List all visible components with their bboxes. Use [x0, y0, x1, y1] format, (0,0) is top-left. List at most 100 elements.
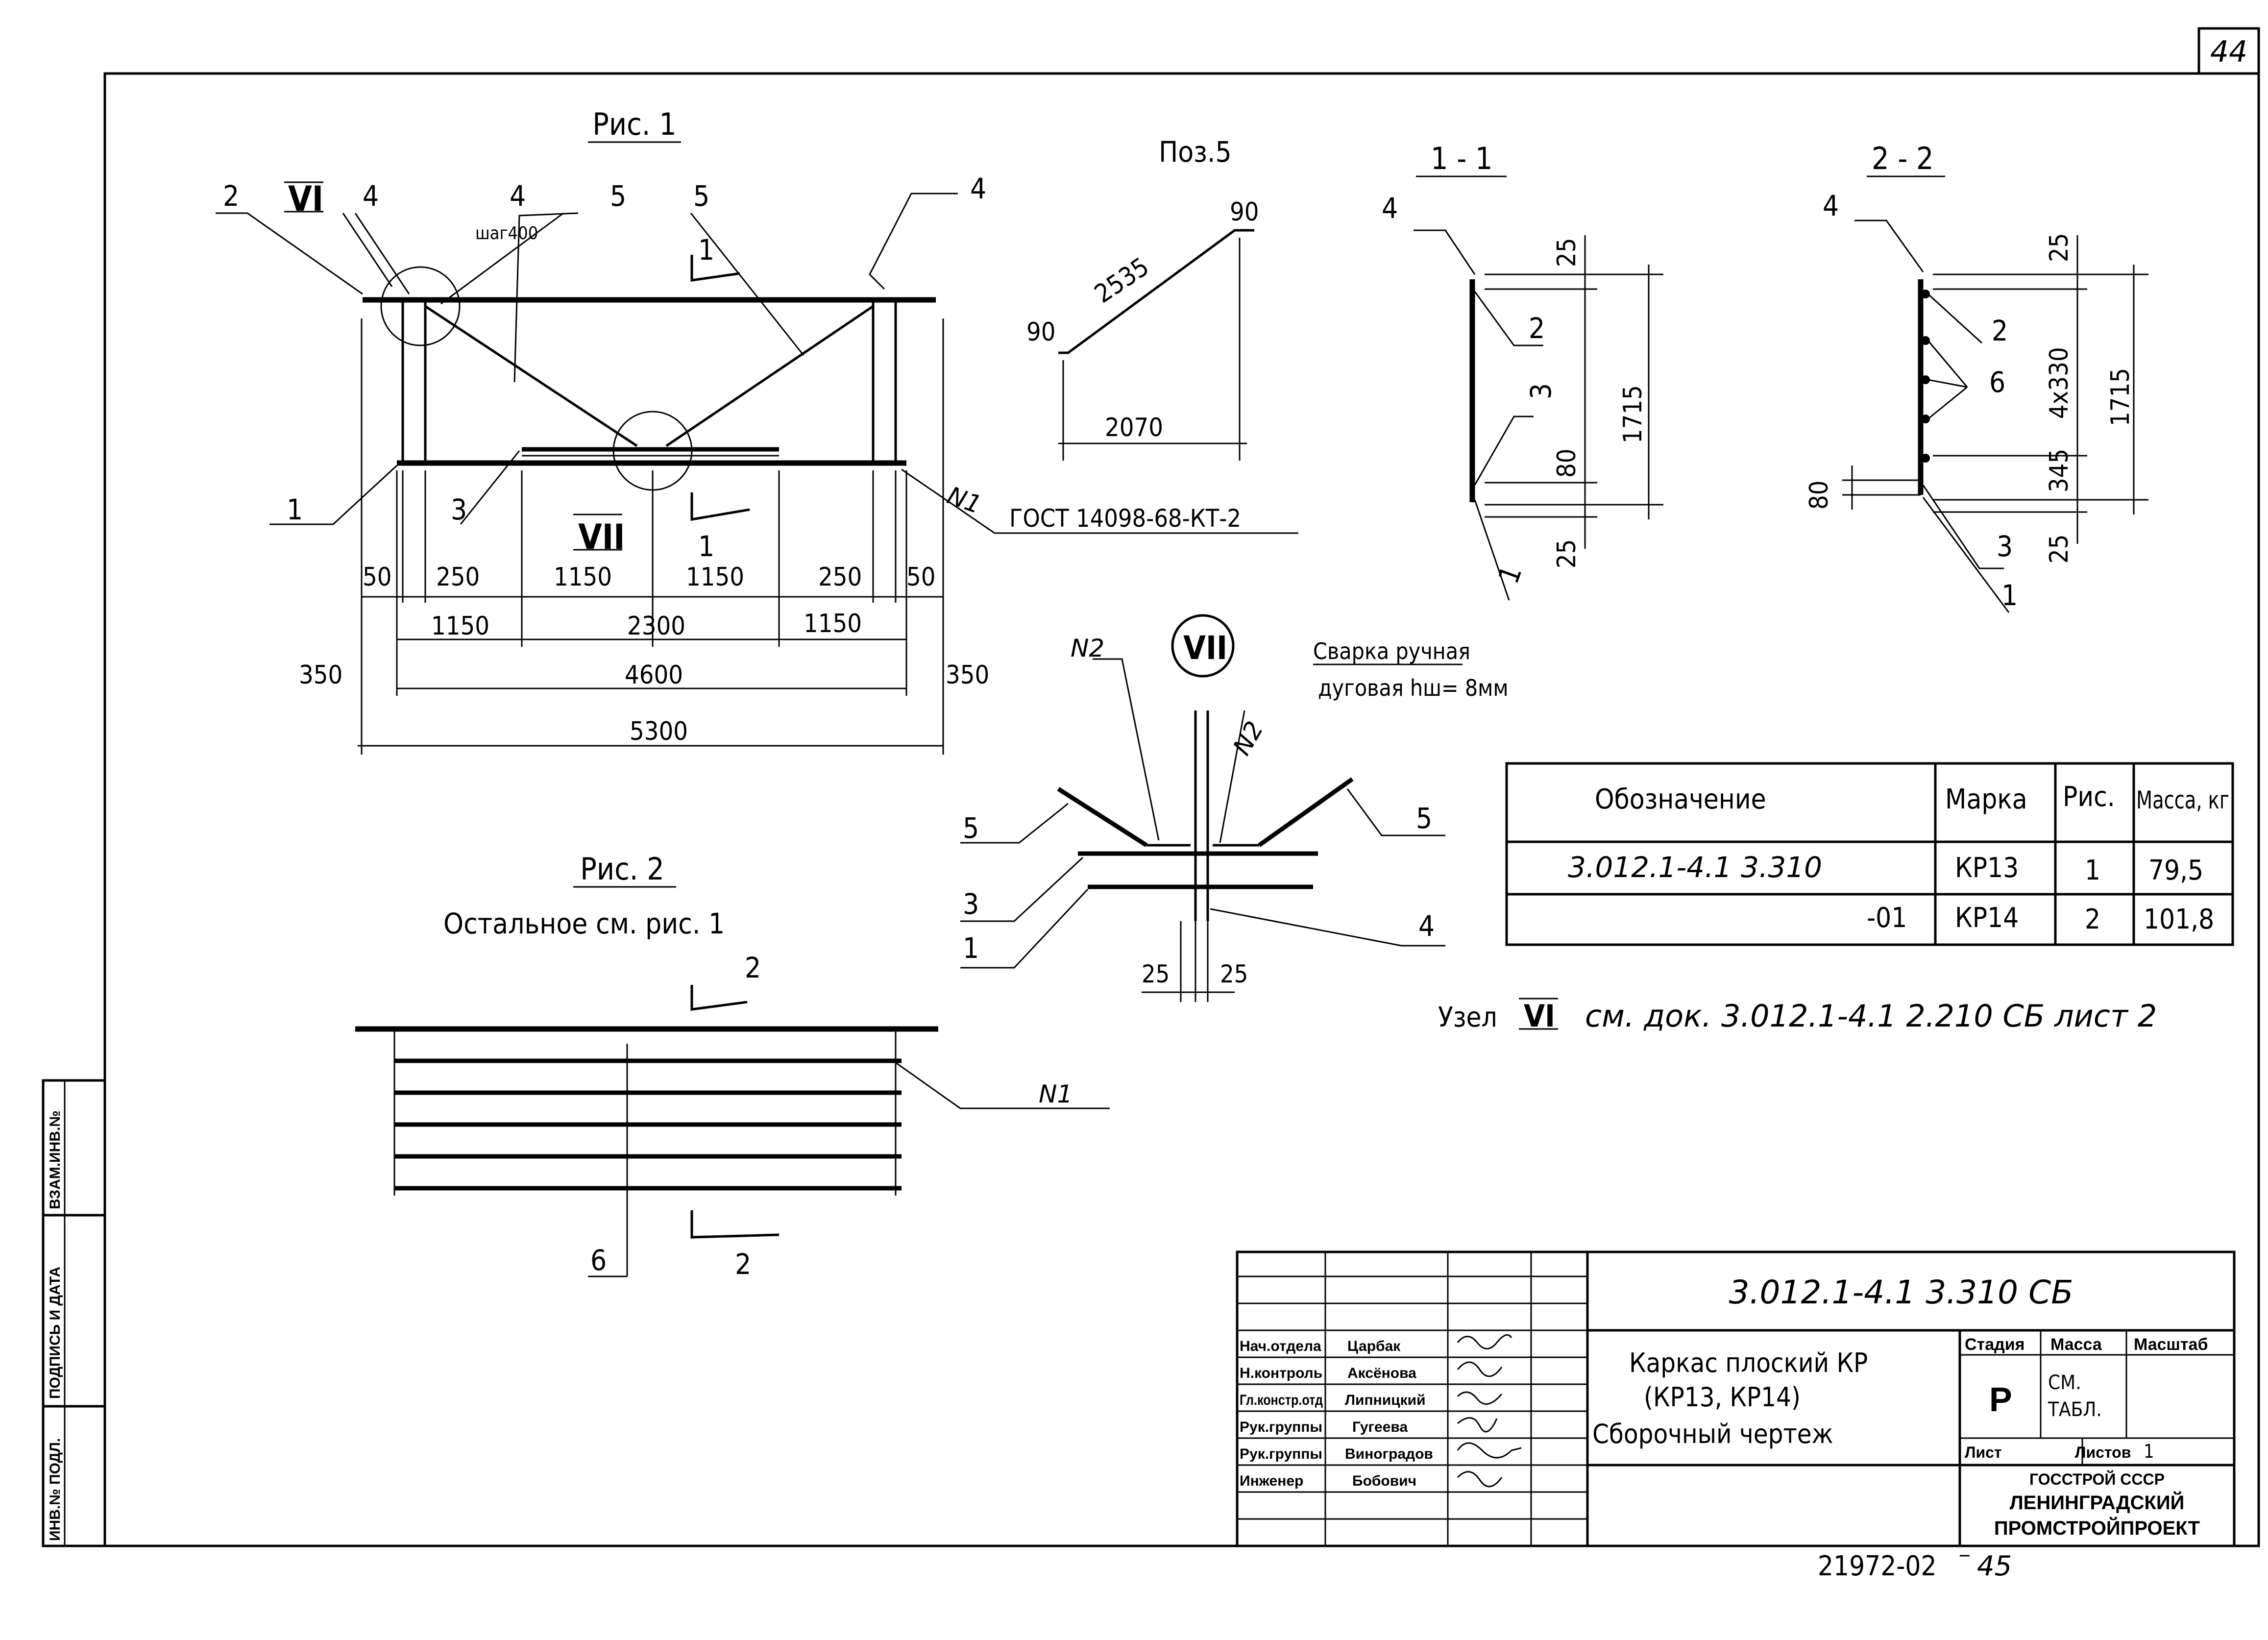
sec22-label-6: 6: [1989, 366, 2005, 399]
inventory-number: 21972-02: [1818, 1550, 1937, 1582]
sheets-value: 1: [2144, 1441, 2154, 1462]
sec11-dim-1715: 1715: [1618, 385, 1648, 443]
fig1-label-shag: шаг400: [475, 223, 538, 244]
node-vii-label-5r: 5: [1416, 802, 1432, 835]
org-line-1: ГОССТРОЙ СССР: [2029, 1470, 2165, 1488]
sec11-dim-25a: 25: [1552, 238, 1582, 267]
left-stamp-strip: ВЗАМ.ИНВ.№ ПОДПИСЬ И ДАТА ИНВ.№ ПОДЛ.: [42, 1079, 106, 1547]
dim-350a: 350: [299, 661, 342, 690]
spec-row1-designation: 3.012.1-4.1 3.310: [1568, 851, 1822, 884]
fig1-diagonal-left: [424, 305, 638, 447]
stamp-podpis-data: ПОДПИСЬ И ДАТА: [47, 1267, 63, 1399]
dim-2300: 2300: [627, 612, 685, 641]
fig1-label-3: 3: [451, 493, 467, 526]
section-1-1: 1 - 1 4 2 3 1 25 80 25 1715: [1382, 141, 1663, 601]
scale-label: Масштаб: [2134, 1335, 2208, 1354]
mass-value-2: ТАБЛ.: [2048, 1398, 2102, 1421]
dim-250b: 250: [818, 563, 862, 592]
dim-50b: 50: [906, 563, 936, 592]
fig2-note: Остальное см. рис. 1: [443, 907, 725, 940]
sec22-label-4: 4: [1823, 189, 1839, 222]
sec22-dim-1715: 1715: [2106, 368, 2135, 426]
staff-name-1: Аксёнова: [1347, 1365, 1416, 1381]
sec22-dim-345: 345: [2045, 449, 2074, 492]
sec22-label-2: 2: [1992, 314, 2008, 347]
fig1-diagonal-right: [665, 305, 874, 447]
org-line-3: ПРОМСТРОЙПРОЕКТ: [1994, 1517, 2200, 1539]
mass-label: Масса: [2050, 1335, 2102, 1354]
dim-350b: 350: [946, 661, 989, 690]
fig2-label-n1: N1: [1039, 1080, 1073, 1108]
staff-role-2: Гл.констр.отд: [1240, 1392, 1323, 1408]
fig2-section-mark-bottom: 2: [735, 1248, 751, 1281]
title-block-code: 3.012.1-4.1 3.310 СБ: [1729, 1273, 2073, 1311]
fig1-label-4a: 4: [363, 179, 379, 213]
figure-2: Рис. 2 Остальное см. рис. 1 2 2 N1 6: [355, 851, 1110, 1281]
node-note-roman: VI: [1524, 998, 1555, 1034]
spec-row2-fig: 2: [2085, 904, 2100, 935]
sec11-dim-25b: 25: [1552, 539, 1582, 568]
spec-header-mass: Масса, кг: [2136, 786, 2229, 814]
staff-name-4: Виноградов: [1345, 1446, 1433, 1462]
node-vii-detail-circle: [1171, 614, 1235, 678]
stamp-vzam-inv: ВЗАМ.ИНВ.№: [47, 1110, 63, 1209]
staff-name-2: Липницкий: [1345, 1392, 1426, 1408]
poz5-title: Поз.5: [1159, 135, 1232, 169]
fig1-label-n1: N1: [944, 481, 985, 519]
weld-note-line1: Сварка ручная: [1313, 638, 1470, 664]
fig1-label-2: 2: [223, 179, 239, 213]
fig2-label-6: 6: [590, 1244, 607, 1277]
dim-5300: 5300: [630, 717, 688, 746]
figure-1: Рис. 1 2 VI 4 4 шаг400 5: [216, 106, 1298, 755]
fig1-section-mark-bottom: 1: [698, 530, 714, 563]
spec-header-mark: Марка: [1945, 783, 2027, 815]
sec11-dim-80: 80: [1552, 448, 1582, 478]
dim-1150b: 1150: [686, 563, 744, 592]
node-note-prefix: Узел: [1438, 1002, 1497, 1033]
sheet-label: Лист: [1965, 1444, 2002, 1461]
node-vii-n2-right: N2: [1227, 716, 1269, 760]
node-vii-dim-25b: 25: [1220, 960, 1248, 988]
section-2-2: 2 - 2 4 2 6 3 1 25 4x330 345 25 80: [1805, 141, 2148, 613]
sec11-label-1: 1: [1491, 561, 1528, 587]
fig1-label-4c: 4: [970, 172, 986, 205]
staff-role-3: Рук.группы: [1240, 1419, 1322, 1435]
node-vi-circle: [380, 266, 461, 346]
sec22-title: 2 - 2: [1872, 141, 1934, 176]
fig2-title: Рис. 2: [580, 851, 664, 887]
node-note-text: см. док. 3.012.1-4.1 2.210 СБ лист 2: [1585, 998, 2157, 1034]
page-number-box: [2197, 27, 2260, 75]
fig1-title: Рис. 1: [592, 106, 676, 142]
dim-row2-1150b: 1150: [804, 609, 862, 638]
sheet-frame: [103, 72, 2260, 1547]
node-vii-dim-25a: 25: [1142, 960, 1170, 988]
title-name-line1: Каркас плоский КР: [1629, 1347, 1868, 1378]
dim-50a: 50: [363, 563, 392, 592]
position-5-detail: Поз.5 90 90 2535 2070: [1026, 135, 1259, 461]
copy-number: 45: [1977, 1550, 2012, 1582]
node-vii-label-1: 1: [963, 931, 979, 965]
node-vii-detail: VII Сварка ручная дуговая hш= 8мм N2 N2 …: [960, 614, 1509, 1002]
dim-1150a: 1150: [554, 563, 612, 592]
node-vii-label-3: 3: [963, 887, 979, 921]
node-vi-note: Узел VI см. док. 3.012.1-4.1 2.210 СБ ли…: [1438, 998, 2157, 1034]
fig1-gost: ГОСТ 14098-68-КТ-2: [1009, 504, 1241, 533]
spec-header-designation: Обозначение: [1595, 783, 1766, 815]
org-line-2: ЛЕНИНГРАДСКИЙ: [2010, 1491, 2185, 1514]
staff-role-5: Инженер: [1240, 1473, 1303, 1489]
fig2-section-mark-top: 2: [745, 951, 761, 984]
staff-role-4: Рук.группы: [1240, 1446, 1322, 1462]
spec-table: Обозначение Марка Рис. Масса, кг 3.012.1…: [1505, 762, 2234, 946]
sec22-dim-4x330: 4x330: [2045, 347, 2074, 419]
fig1-section-mark-top: 1: [698, 233, 714, 267]
staff-name-5: Бобович: [1352, 1473, 1416, 1489]
title-name-line2: (КР13, КР14): [1644, 1382, 1801, 1413]
staff-name-3: Гугеева: [1352, 1419, 1408, 1435]
fig1-node-vii: VII: [578, 517, 625, 557]
poz5-90a: 90: [1026, 318, 1056, 347]
sec22-dim-80: 80: [1805, 480, 1834, 510]
spec-row1-mark: КР13: [1955, 852, 2019, 884]
node-vii-n2-left: N2: [1071, 634, 1104, 662]
poz5-90b: 90: [1230, 197, 1259, 227]
